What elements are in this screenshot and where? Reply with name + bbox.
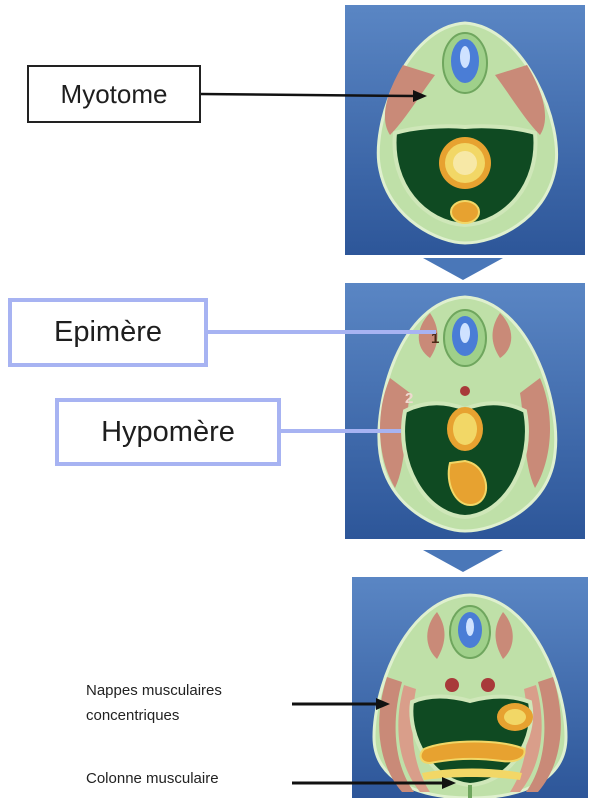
myotome-label: Myotome: [27, 65, 201, 123]
epimere-label-text: Epimère: [54, 316, 162, 349]
nappes-label-line1: Nappes musculaires: [86, 678, 222, 703]
colonne-label: Colonne musculaire: [86, 766, 219, 791]
epimere-pointer-line: [208, 327, 438, 337]
colonne-pointer-arrow: [292, 775, 462, 791]
myotome-pointer-arrow: [201, 86, 431, 106]
nappes-label-line2: concentriques: [86, 703, 222, 728]
colonne-label-text: Colonne musculaire: [86, 770, 219, 787]
stage-arrow-1: [418, 255, 508, 283]
stage-arrow-2: [418, 547, 508, 575]
nappes-label: Nappes musculaires concentriques: [86, 678, 222, 728]
hypomere-label-text: Hypomère: [101, 416, 235, 449]
marker-2: 2: [405, 390, 413, 407]
epimere-label: Epimère: [8, 298, 208, 367]
embryo-section-stage-3: [352, 577, 588, 798]
hypomere-pointer-line: [281, 426, 403, 436]
embryo-section-stage-1: [345, 5, 585, 255]
myotome-label-text: Myotome: [61, 79, 168, 110]
hypomere-label: Hypomère: [55, 398, 281, 466]
nappes-pointer-arrow: [292, 696, 392, 712]
embryo-section-stage-2: 1 2: [345, 283, 585, 539]
